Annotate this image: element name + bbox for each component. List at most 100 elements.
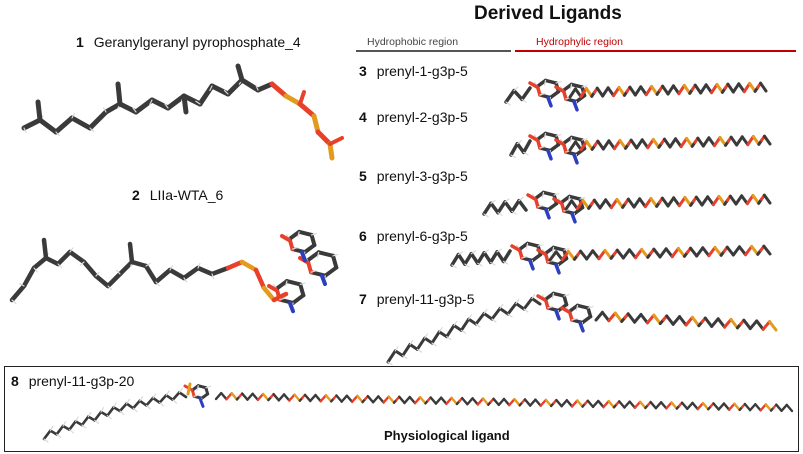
bond (209, 265, 231, 277)
bond (612, 86, 621, 98)
hydrogen-bond (516, 140, 522, 145)
ligand-name: prenyl-6-g3p-5 (376, 228, 468, 244)
bond (742, 82, 752, 94)
hydrogen-bond (279, 297, 286, 301)
bond (284, 279, 303, 287)
hydrogen-bond (394, 346, 399, 352)
prenyl-11-g3p-20-structure (42, 382, 794, 443)
hydrogen-bond (451, 264, 457, 269)
bond (528, 398, 537, 407)
bond (658, 247, 668, 259)
bond (530, 297, 542, 306)
bond (450, 396, 459, 406)
bond (565, 399, 574, 408)
bond (649, 400, 658, 410)
prenyl-11-g3p-5-structure (386, 291, 778, 366)
hydrogen-bond (113, 402, 117, 408)
bond (178, 391, 188, 399)
bond (81, 259, 99, 279)
bond (125, 402, 135, 410)
bond (415, 336, 427, 351)
bond (581, 199, 591, 210)
bond (762, 244, 772, 256)
bond (626, 312, 637, 324)
bond (686, 401, 694, 411)
bond (735, 135, 744, 147)
bond (666, 196, 676, 208)
hydrogen-bond (107, 285, 113, 291)
ligand-name: prenyl-2-g3p-5 (376, 109, 468, 125)
bond (482, 312, 494, 321)
bond (501, 249, 512, 264)
bond (297, 101, 317, 119)
hydrogen-bond (523, 151, 529, 156)
bond (408, 395, 417, 405)
bond (488, 250, 499, 265)
bond (560, 399, 569, 408)
hydrogen-bond (402, 355, 408, 360)
hydrogen-bond (499, 303, 504, 310)
bond (700, 195, 710, 207)
bond (723, 318, 733, 329)
bond (164, 393, 175, 402)
hydrogen-bond (502, 260, 509, 265)
bond (731, 245, 741, 257)
ligand-number: 8 (11, 373, 19, 389)
bond (508, 398, 516, 407)
bond (103, 101, 123, 115)
hydrogen-bond (119, 410, 125, 415)
ligand-number: 1 (76, 34, 84, 50)
bond (403, 395, 411, 405)
bond (288, 393, 296, 402)
ligand-name: Geranylgeranyl pyrophosphate_4 (93, 34, 301, 50)
bond (562, 294, 569, 307)
bond (592, 198, 602, 210)
bond (746, 135, 755, 147)
bond (445, 324, 456, 339)
bond (626, 197, 636, 209)
bond (560, 250, 570, 262)
bond (640, 248, 650, 259)
bond (670, 247, 680, 259)
bond (664, 247, 674, 259)
amine-bond (300, 250, 307, 263)
bond (677, 196, 687, 208)
bond (597, 399, 605, 409)
bond (744, 245, 754, 257)
bond (225, 77, 245, 97)
methyl-bond (235, 63, 245, 83)
ligand-label-6: 6 prenyl-6-g3p-5 (359, 229, 468, 243)
hydrogen-bond (145, 404, 151, 410)
hydrogen-bond (387, 361, 393, 366)
methyl-bond (35, 99, 43, 123)
bond (324, 394, 333, 403)
bond (502, 397, 511, 407)
ligand-name: prenyl-3-g3p-5 (376, 168, 468, 184)
bond (764, 403, 773, 412)
bond (607, 311, 617, 323)
bond (598, 198, 608, 210)
ligand-name: prenyl-11-g3p-5 (376, 291, 475, 307)
bond (463, 251, 474, 266)
bond (240, 392, 249, 401)
bond (93, 273, 111, 289)
hydrogen-bond (197, 262, 201, 269)
hydrogen-bond (483, 213, 489, 218)
bond (734, 194, 744, 206)
hydrogen-bond (297, 231, 300, 238)
bond (309, 232, 317, 248)
bond (660, 196, 670, 208)
bond (459, 317, 471, 332)
hydrogen-bond (490, 199, 496, 204)
bond (387, 395, 396, 404)
hydrogen-bond (316, 251, 320, 258)
hydrogen-bond (537, 244, 544, 247)
bond (42, 429, 52, 441)
hydrogen-bond (165, 390, 170, 396)
bond (665, 401, 673, 410)
bond (37, 117, 59, 135)
bond (722, 402, 731, 411)
amine-bond (554, 263, 561, 275)
bond (118, 402, 128, 413)
bond (564, 199, 574, 211)
